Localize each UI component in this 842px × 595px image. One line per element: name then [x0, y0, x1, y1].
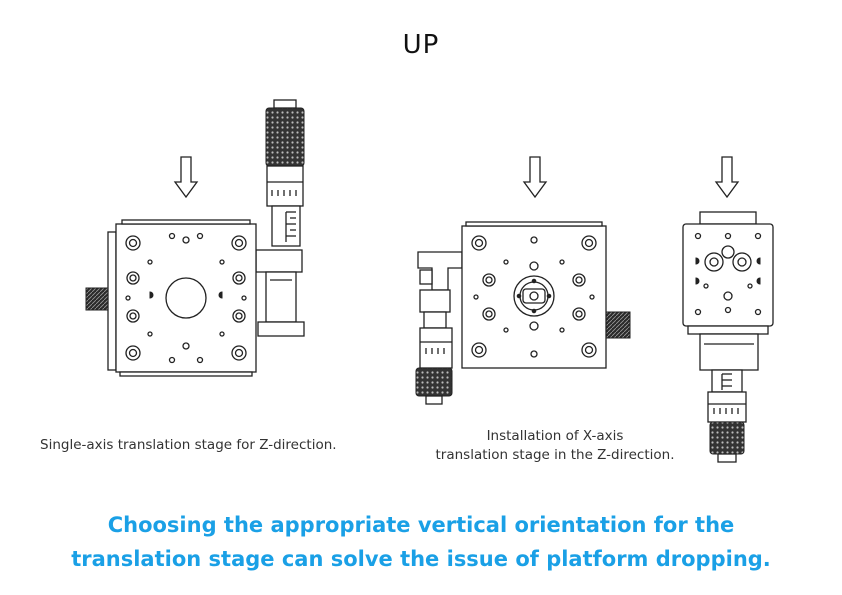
headline: Choosing the appropriate vertical orient…	[0, 508, 842, 576]
down-arrow-icon-middle	[522, 156, 548, 199]
headline-line1: Choosing the appropriate vertical orient…	[107, 513, 735, 537]
caption-middle: Installation of X-axis translation stage…	[410, 427, 700, 465]
caption-left: Single-axis translation stage for Z-dire…	[40, 437, 337, 453]
down-arrow-icon-right	[714, 156, 740, 199]
z-axis-stage	[85, 99, 305, 377]
x-axis-stage-side-view	[682, 211, 774, 463]
diagram-title: UP	[402, 30, 440, 60]
headline-line2: translation stage can solve the issue of…	[71, 547, 771, 571]
caption-middle-line1: Installation of X-axis	[486, 428, 624, 444]
down-arrow-icon-left	[173, 156, 199, 199]
micrometer-icon	[265, 99, 305, 247]
x-axis-stage-vertical	[415, 221, 631, 405]
caption-middle-line2: translation stage in the Z-direction.	[435, 447, 675, 463]
